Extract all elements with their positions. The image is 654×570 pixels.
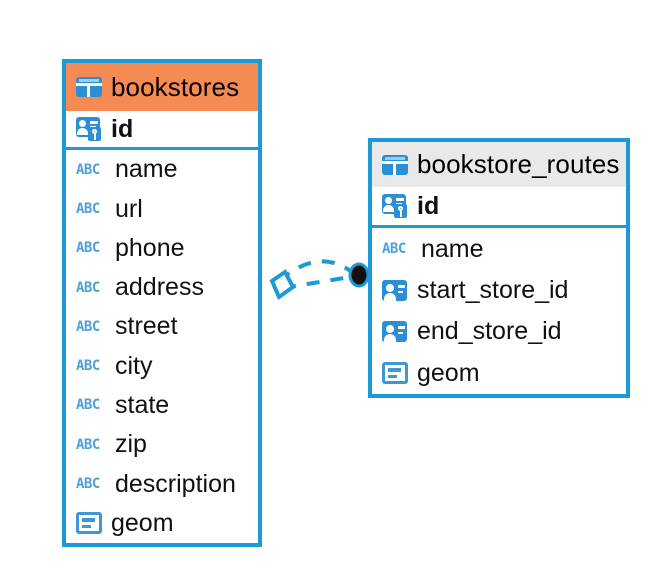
column-label: geom: [417, 358, 480, 387]
table-header-bookstore-routes[interactable]: bookstore_routes: [372, 142, 626, 187]
column-row-id[interactable]: id: [372, 187, 626, 229]
abc-text-icon: ABC: [76, 476, 100, 493]
abc-text-icon: ABC: [76, 240, 100, 257]
column-row-end-store-id[interactable]: end_store_id: [372, 311, 626, 352]
abc-text-icon: ABC: [76, 318, 100, 335]
abc-text-icon: ABC: [76, 279, 100, 296]
diamond-open-marker-icon[interactable]: [269, 269, 296, 301]
table-grid-icon: [382, 154, 408, 175]
column-row-name[interactable]: ABC name: [66, 150, 258, 189]
table-header-bookstores[interactable]: bookstores: [66, 63, 258, 111]
table-title: bookstore_routes: [417, 149, 620, 179]
abc-text-icon: ABC: [76, 397, 100, 414]
column-row-id[interactable]: id: [66, 111, 258, 151]
relationship-line-lower[interactable]: [282, 275, 351, 290]
column-row-geom[interactable]: geom: [66, 504, 258, 543]
foreign-key-icon: [382, 321, 408, 343]
abc-text-icon: ABC: [382, 241, 406, 258]
column-row-geom[interactable]: geom: [372, 353, 626, 394]
column-label: name: [421, 234, 484, 263]
geometry-icon: [382, 362, 408, 385]
column-label: end_store_id: [417, 317, 562, 346]
column-label: id: [111, 114, 134, 143]
column-label: zip: [115, 430, 147, 459]
column-row-description[interactable]: ABC description: [66, 464, 258, 503]
column-label: street: [115, 312, 178, 341]
column-row-zip[interactable]: ABC zip: [66, 425, 258, 464]
foreign-key-icon: [382, 279, 408, 301]
column-label: state: [115, 390, 170, 419]
column-row-start-store-id[interactable]: start_store_id: [372, 270, 626, 311]
column-label: geom: [111, 508, 174, 537]
column-row-url[interactable]: ABC url: [66, 190, 258, 229]
geometry-icon: [76, 512, 102, 535]
abc-text-icon: ABC: [76, 161, 100, 178]
abc-text-icon: ABC: [76, 436, 100, 453]
column-row-city[interactable]: ABC city: [66, 347, 258, 386]
column-label: id: [417, 191, 440, 220]
column-row-street[interactable]: ABC street: [66, 307, 258, 346]
abc-text-icon: ABC: [76, 358, 100, 375]
column-label: name: [115, 155, 178, 184]
primary-key-icon: [76, 117, 102, 142]
table-title: bookstores: [111, 71, 240, 102]
table-grid-icon: [76, 77, 102, 97]
column-row-state[interactable]: ABC state: [66, 386, 258, 425]
column-row-name[interactable]: ABC name: [372, 228, 626, 269]
column-label: url: [115, 194, 143, 223]
column-row-phone[interactable]: ABC phone: [66, 229, 258, 268]
column-label: address: [115, 273, 204, 302]
relationship-line-upper[interactable]: [277, 259, 354, 283]
filled-circle-marker-icon[interactable]: [348, 262, 370, 288]
abc-text-icon: ABC: [76, 201, 100, 218]
column-label: description: [115, 469, 236, 498]
column-label: start_store_id: [417, 275, 569, 304]
column-row-address[interactable]: ABC address: [66, 268, 258, 307]
column-label: phone: [115, 233, 185, 262]
primary-key-icon: [382, 194, 408, 219]
column-label: city: [115, 351, 153, 380]
